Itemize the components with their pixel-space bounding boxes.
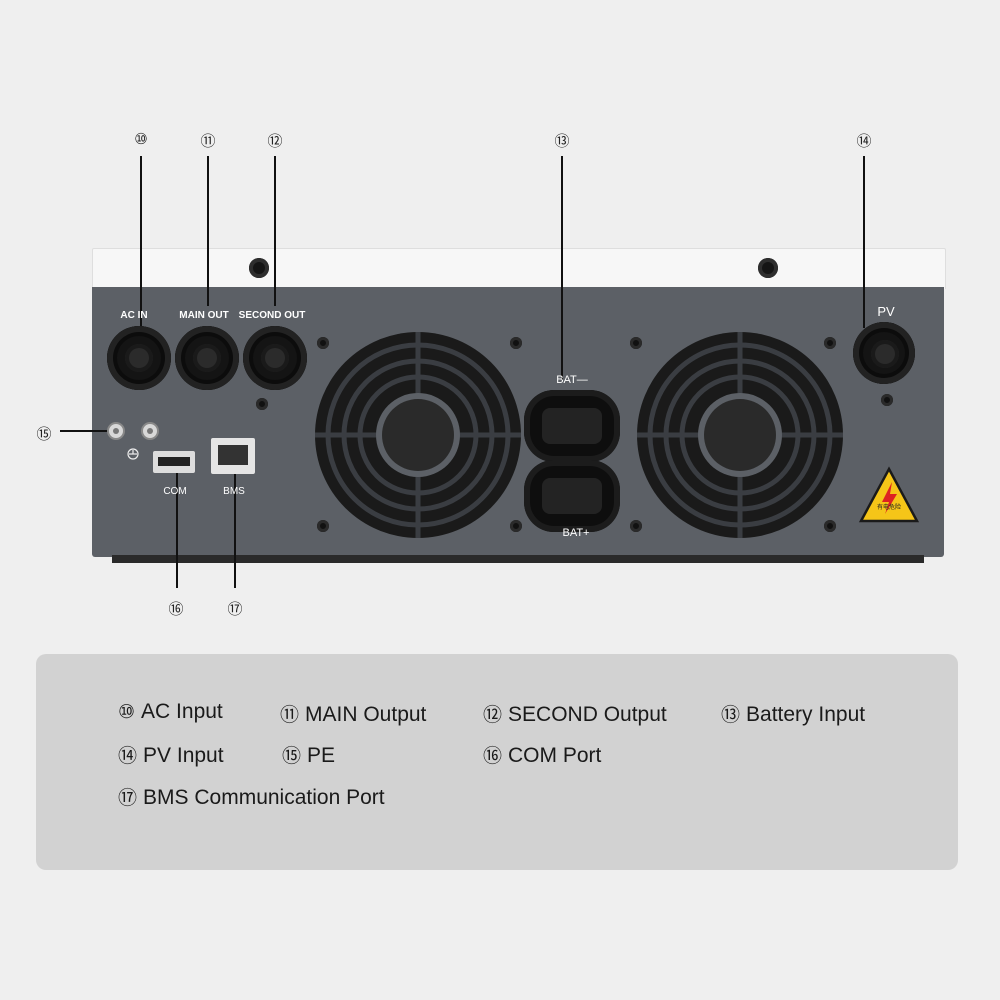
bms-port[interactable]	[211, 438, 255, 474]
device-top-cover	[92, 248, 946, 289]
legend-label: PV Input	[143, 744, 224, 767]
screw	[630, 520, 642, 532]
fan-right-icon	[637, 332, 843, 538]
callout-15: ⑮	[36, 425, 52, 443]
callout-16: ⑯	[168, 600, 184, 618]
screw	[317, 337, 329, 349]
electric-warning-icon	[858, 466, 920, 523]
legend-number: ⑰	[118, 787, 138, 809]
legend-box	[36, 654, 958, 870]
screw	[317, 520, 329, 532]
callout-12: ⑫	[267, 132, 283, 150]
callout-11: ⑪	[200, 132, 216, 150]
legend-label: COM Port	[508, 744, 602, 767]
label-ac-in: AC IN	[120, 310, 148, 321]
callout-13: ⑬	[554, 132, 570, 150]
label-bat-plus: BAT+	[562, 527, 590, 539]
leader-line-17	[234, 462, 236, 588]
leader-line-11	[207, 156, 209, 306]
legend-label: BMS Communication Port	[143, 786, 385, 809]
label-main-out: MAIN OUT	[179, 310, 229, 321]
legend-number: ⑮	[282, 745, 302, 767]
screw	[824, 337, 836, 349]
ac-in-gland[interactable]	[107, 326, 171, 390]
label-bms: BMS	[223, 486, 245, 497]
device-base	[112, 555, 924, 563]
screw	[256, 398, 268, 410]
legend-label: MAIN Output	[305, 703, 427, 726]
leader-line-14	[863, 156, 865, 328]
screw	[510, 520, 522, 532]
leader-line-13	[561, 156, 563, 380]
bat-minus-port[interactable]	[524, 390, 620, 462]
top-screw-left	[249, 258, 269, 278]
warning-text: 有电危险	[876, 505, 901, 511]
legend-number: ⑭	[118, 745, 138, 767]
leader-line-10	[140, 156, 142, 338]
callout-14: ⑭	[856, 132, 872, 150]
screw	[881, 394, 893, 406]
legend-number: ⑫	[483, 704, 503, 726]
second-out-gland[interactable]	[243, 326, 307, 390]
legend-number: ⑬	[721, 704, 741, 726]
pv-gland[interactable]	[853, 322, 915, 384]
screw	[824, 520, 836, 532]
top-screw-right	[758, 258, 778, 278]
legend-label: PE	[307, 744, 336, 767]
bat-plus-port[interactable]	[524, 460, 620, 532]
legend-number: ⑪	[280, 704, 300, 726]
label-bat-minus: BAT—	[556, 374, 588, 386]
label-pv: PV	[877, 304, 895, 319]
leader-line-16	[176, 470, 178, 588]
legend-label: Battery Input	[746, 703, 866, 726]
main-out-gland[interactable]	[175, 326, 239, 390]
screw	[630, 337, 642, 349]
label-second-out: SECOND OUT	[238, 310, 306, 321]
legend-number: ⑩	[118, 701, 136, 723]
callout-10: ⑩	[134, 130, 148, 148]
callout-17: ⑰	[227, 600, 243, 618]
legend-number: ⑯	[483, 745, 503, 767]
label-com: COM	[163, 486, 187, 497]
legend-label: AC Input	[141, 700, 223, 723]
leader-line-15	[60, 430, 112, 432]
legend-label: SECOND Output	[508, 703, 667, 726]
leader-line-12	[274, 156, 276, 306]
screw	[510, 337, 522, 349]
fan-left-icon	[315, 332, 521, 538]
com-port[interactable]	[153, 451, 195, 473]
pe-terminal-icon	[107, 422, 159, 460]
